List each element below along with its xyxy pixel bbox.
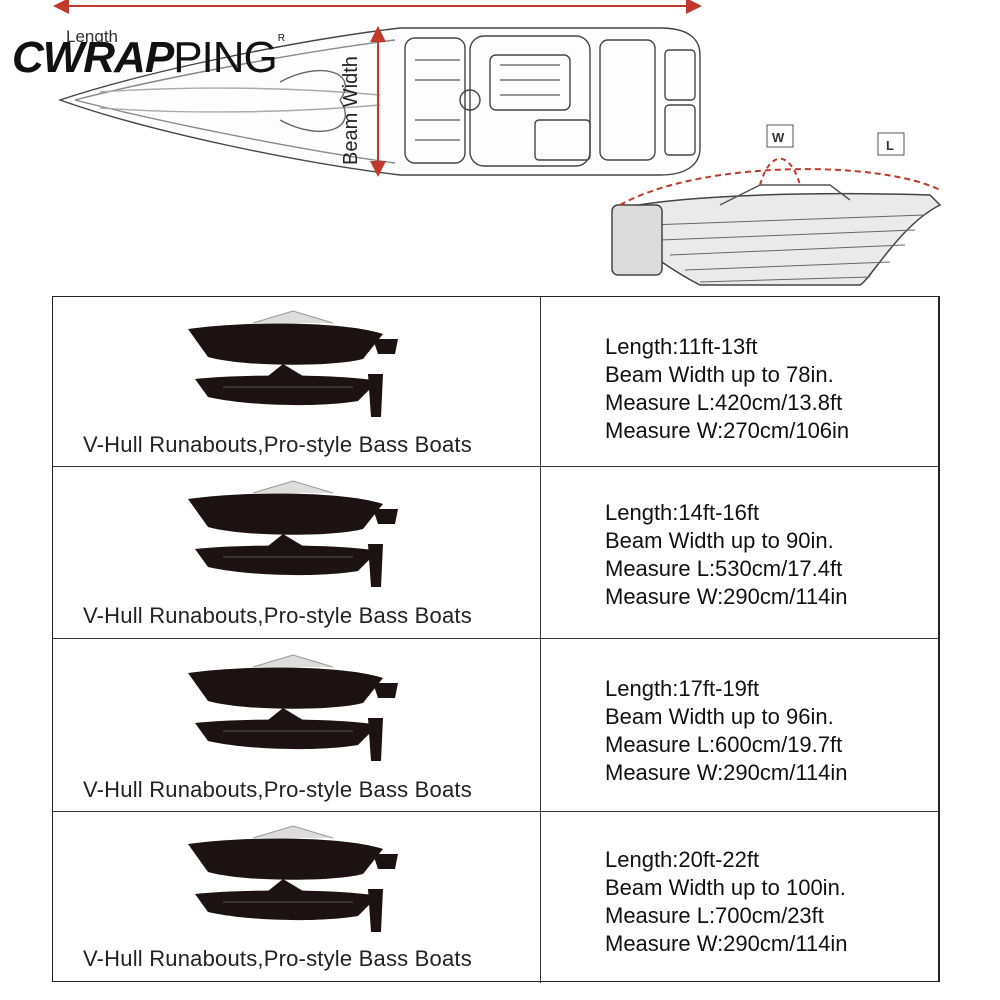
- spec-beam-width: Beam Width up to 100in.: [605, 875, 846, 900]
- spec-beam-width: Beam Width up to 78in.: [605, 362, 834, 387]
- spec-beam-width: Beam Width up to 96in.: [605, 704, 834, 729]
- runabout-boat-icon: [188, 825, 398, 932]
- spec-length: Length:17ft-19ft: [605, 676, 760, 701]
- beam-width-label: Beam Width: [340, 56, 362, 165]
- spec-measure-w: Measure W:290cm/114in: [605, 584, 848, 609]
- boat-cell: V-Hull Runabouts,Pro-style Bass Boats: [53, 467, 541, 638]
- w-marker: W: [772, 130, 785, 145]
- boat-cell: V-Hull Runabouts,Pro-style Bass Boats: [53, 639, 541, 811]
- boat-cell: V-Hull Runabouts,Pro-style Bass Boats: [53, 812, 541, 983]
- boat-type-caption: V-Hull Runabouts,Pro-style Bass Boats: [83, 603, 472, 628]
- runabout-boat-icon: [188, 480, 398, 587]
- table-row: V-Hull Runabouts,Pro-style Bass Boats Le…: [53, 467, 938, 639]
- table-row: V-Hull Runabouts,Pro-style Bass Boats Le…: [53, 812, 938, 983]
- spec-measure-w: Measure W:290cm/114in: [605, 760, 848, 785]
- boat-topview-diagram: W L: [53, 0, 942, 286]
- spec-measure-l: Measure L:530cm/17.4ft: [605, 556, 843, 581]
- logo-light-text: PING: [173, 33, 278, 82]
- logo-bold-text: CWRAP: [12, 33, 174, 82]
- spec-measure-l: Measure L:600cm/19.7ft: [605, 732, 843, 757]
- spec-cell: Length:20ft-22ft Beam Width up to 100in.…: [541, 812, 938, 983]
- spec-measure-l: Measure L:700cm/23ft: [605, 903, 824, 928]
- runabout-boat-icon: [188, 310, 398, 417]
- size-table: V-Hull Runabouts,Pro-style Bass Boats Le…: [52, 296, 940, 983]
- boat-sideview-diagram: W L: [611, 124, 942, 286]
- spec-cell: Length:17ft-19ft Beam Width up to 96in. …: [541, 639, 938, 811]
- spec-measure-l: Measure L:420cm/13.8ft: [605, 390, 843, 415]
- boat-cell: V-Hull Runabouts,Pro-style Bass Boats: [53, 297, 541, 466]
- spec-length: Length:20ft-22ft: [605, 847, 760, 872]
- spec-length: Length:14ft-16ft: [605, 500, 760, 525]
- spec-measure-w: Measure W:290cm/114in: [605, 931, 848, 956]
- boat-type-caption: V-Hull Runabouts,Pro-style Bass Boats: [83, 946, 472, 971]
- registered-mark: R: [277, 33, 285, 44]
- spec-list: Length:14ft-16ft Beam Width up to 90in. …: [605, 499, 848, 611]
- spec-beam-width: Beam Width up to 90in.: [605, 528, 834, 553]
- table-row: V-Hull Runabouts,Pro-style Bass Boats Le…: [53, 297, 938, 467]
- length-label: Length: [66, 27, 118, 46]
- runabout-boat-icon: [188, 654, 398, 761]
- spec-list: Length:20ft-22ft Beam Width up to 100in.…: [605, 846, 848, 958]
- spec-list: Length:11ft-13ft Beam Width up to 78in. …: [605, 333, 849, 445]
- boat-type-caption: V-Hull Runabouts,Pro-style Bass Boats: [83, 432, 472, 457]
- spec-cell: Length:14ft-16ft Beam Width up to 90in. …: [541, 467, 938, 638]
- spec-list: Length:17ft-19ft Beam Width up to 96in. …: [605, 675, 848, 787]
- top-diagram: W L Length Beam Width CWRAPPINGR: [0, 0, 1000, 295]
- spec-cell: Length:11ft-13ft Beam Width up to 78in. …: [541, 297, 938, 466]
- l-marker: L: [886, 138, 894, 153]
- boat-type-caption: V-Hull Runabouts,Pro-style Bass Boats: [83, 777, 472, 802]
- spec-measure-w: Measure W:270cm/106in: [605, 418, 850, 443]
- brand-logo: CWRAPPINGR: [12, 33, 285, 82]
- spec-length: Length:11ft-13ft: [605, 334, 758, 359]
- table-row: V-Hull Runabouts,Pro-style Bass Boats Le…: [53, 639, 938, 812]
